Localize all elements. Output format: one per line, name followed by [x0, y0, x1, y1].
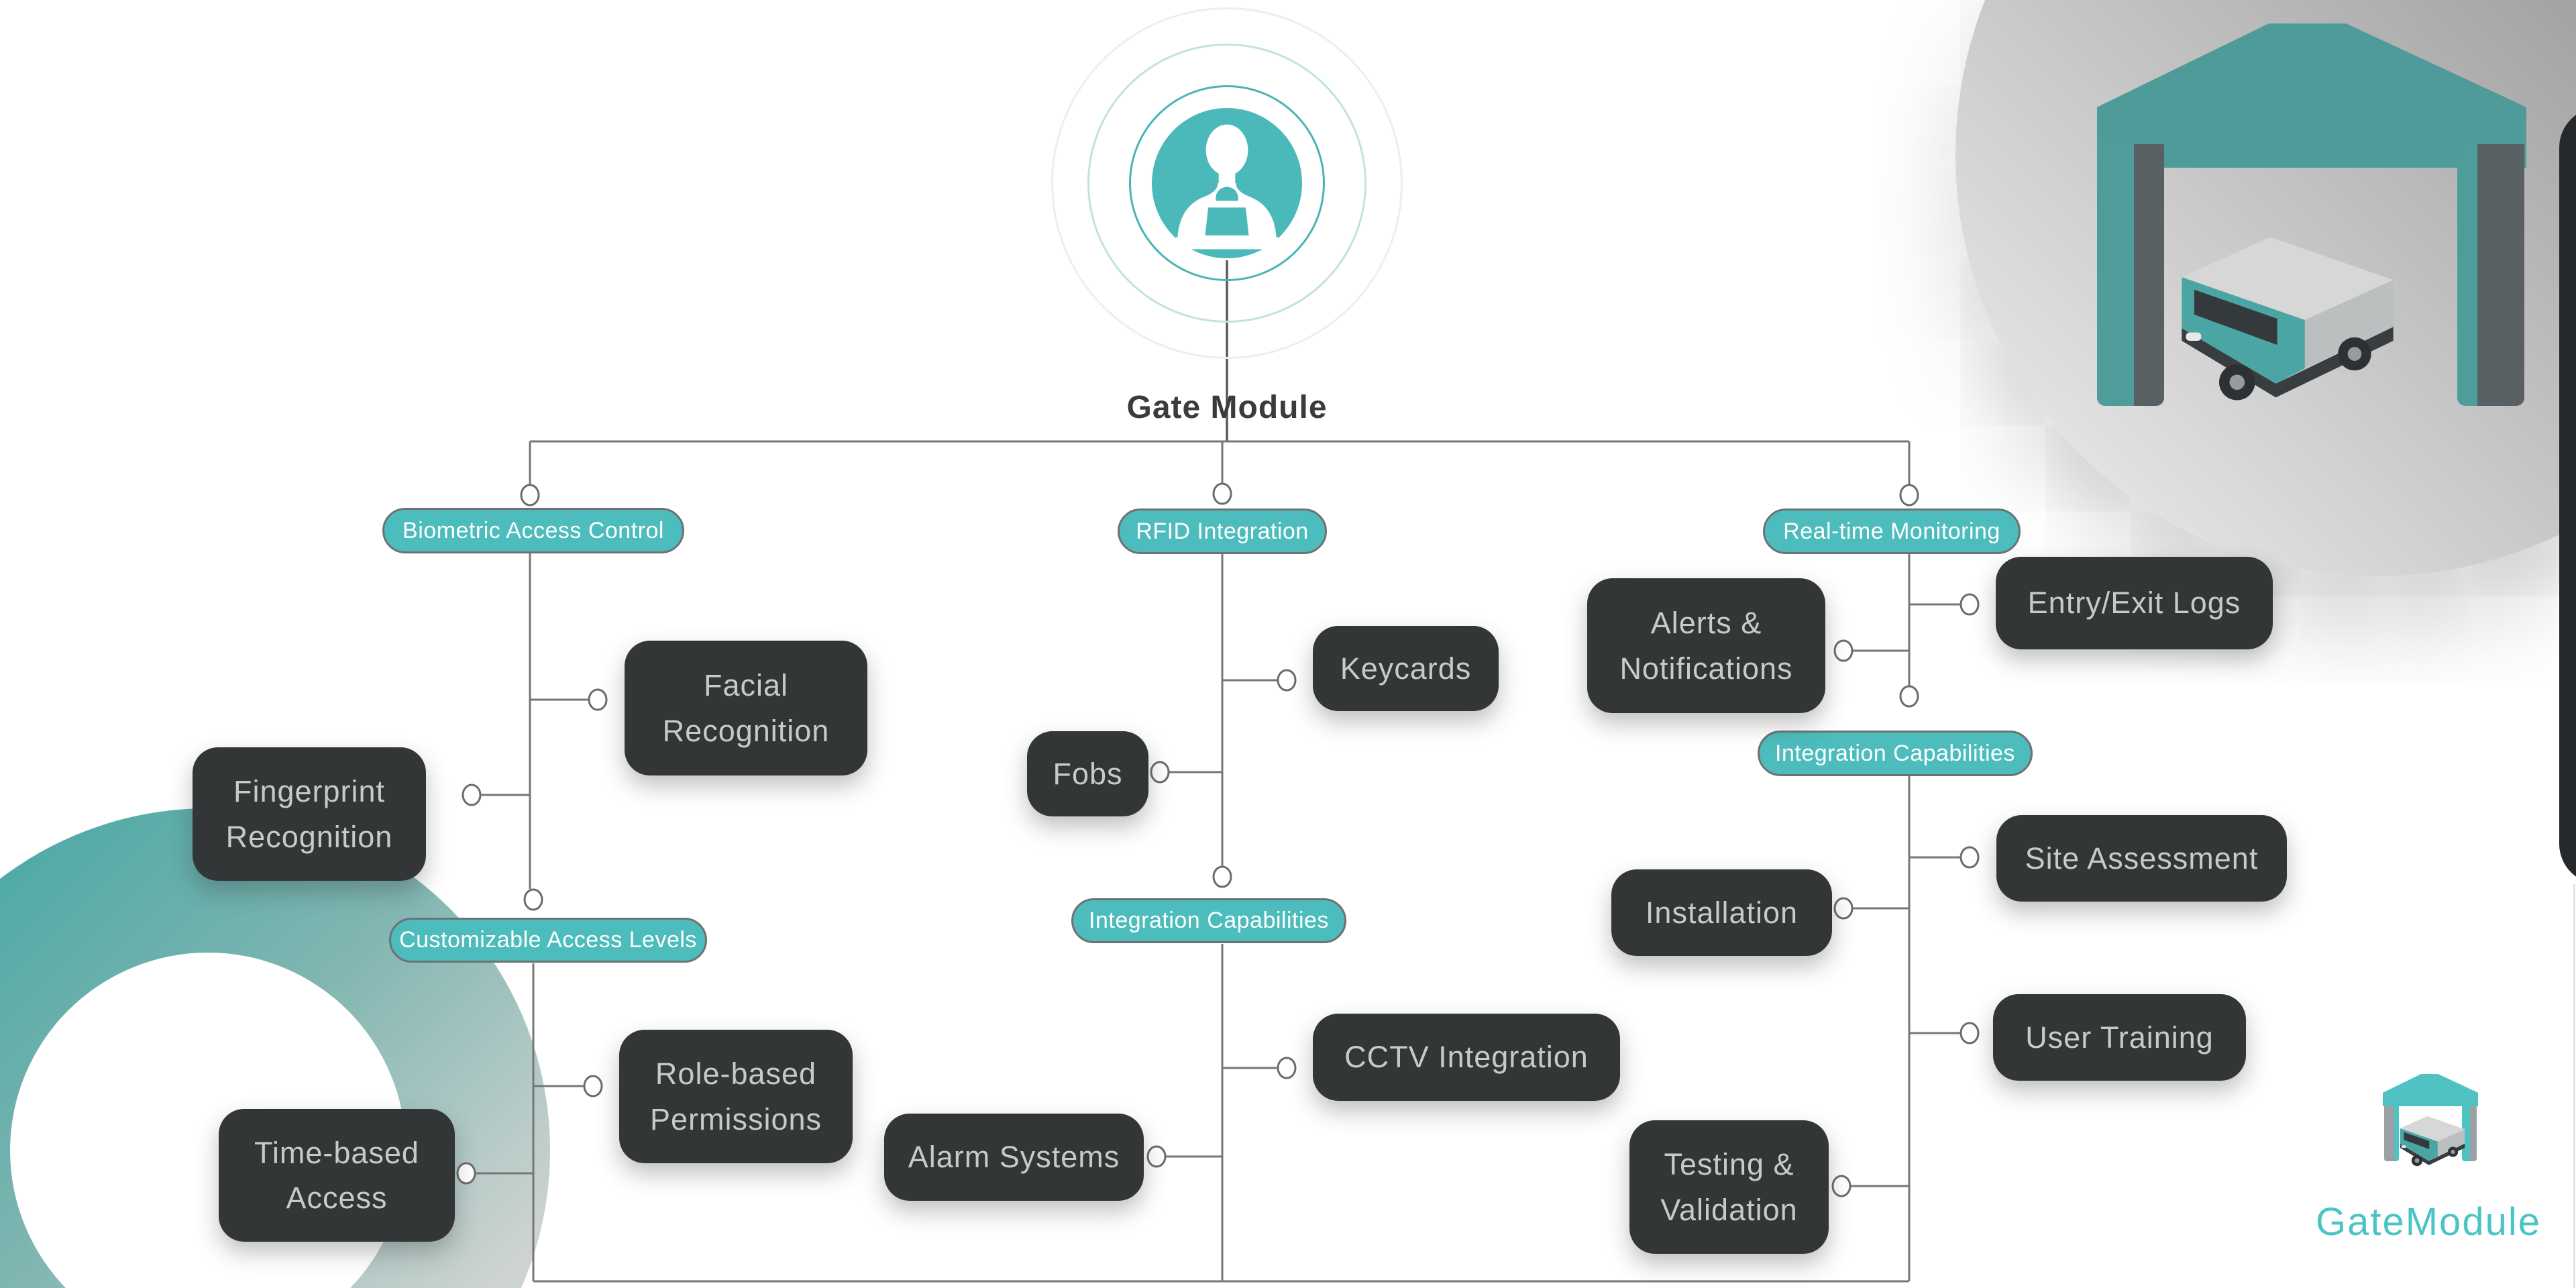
node-testing-validation: Testing & Validation	[1629, 1120, 1829, 1254]
branch-customizable-access-levels: Customizable Access Levels	[389, 918, 707, 963]
node-site-assessment: Site Assessment	[1996, 815, 2287, 902]
gate-left-column-illustration	[2097, 144, 2164, 406]
node-fobs: Fobs	[1027, 731, 1148, 816]
root-inner-ring	[1129, 85, 1325, 281]
gate-logo-truck-icon	[2400, 1116, 2465, 1167]
node-keycards: Keycards	[1313, 626, 1499, 711]
node-installation: Installation	[1611, 869, 1832, 956]
branch-biometric-access-control: Biometric Access Control	[382, 508, 684, 553]
branch-real-time-monitoring: Real-time Monitoring	[1763, 508, 2021, 554]
gate-right-column-illustration	[2457, 144, 2524, 406]
right-edge-line	[2573, 884, 2575, 1288]
node-role-based-permissions: Role-based Permissions	[619, 1030, 853, 1163]
gate-logo-right-column	[2462, 1106, 2477, 1161]
node-time-based-access: Time-based Access	[219, 1109, 455, 1242]
branch-integration-capabilities-center: Integration Capabilities	[1071, 898, 1346, 943]
branch-rfid-integration: RFID Integration	[1118, 508, 1327, 554]
gate-logo-left-column	[2384, 1106, 2399, 1161]
root-outer-ring	[1051, 7, 1403, 359]
node-alerts-notifications: Alerts & Notifications	[1587, 578, 1825, 713]
node-alarm-systems: Alarm Systems	[884, 1114, 1144, 1201]
junction-dots	[456, 482, 1980, 1197]
offscreen-panel-edge	[2559, 107, 2576, 884]
root-node	[1152, 108, 1302, 258]
branch-integration-capabilities-right: Integration Capabilities	[1758, 731, 2033, 776]
node-facial-recognition: Facial Recognition	[625, 641, 867, 775]
node-entry-exit-logs: Entry/Exit Logs	[1996, 557, 2273, 649]
truck-icon	[2182, 237, 2394, 400]
brand-name: GateModule	[2316, 1200, 2541, 1244]
person-at-desk-icon	[1171, 124, 1283, 250]
root-middle-ring	[1087, 44, 1366, 323]
node-cctv-integration: CCTV Integration	[1313, 1014, 1620, 1101]
node-user-training: User Training	[1993, 994, 2246, 1081]
node-fingerprint-recognition: Fingerprint Recognition	[193, 747, 426, 881]
root-label: Gate Module	[1126, 390, 1328, 425]
